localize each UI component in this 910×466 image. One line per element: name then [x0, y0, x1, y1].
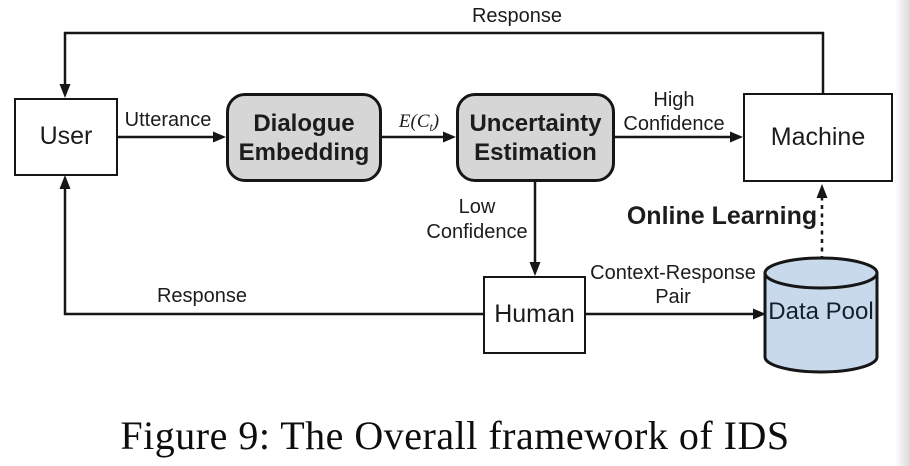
node-user: User [14, 98, 118, 176]
edge-label-high-confidence-line1: High [653, 89, 695, 111]
edge-label-embedding-output: E(Ct) [399, 110, 439, 140]
node-dialogue-embedding-line2: Embedding [238, 138, 370, 166]
edge-label-high-confidence-line2: Confidence [623, 113, 725, 135]
edge-label-low-confidence-line1: Low [458, 196, 496, 218]
node-uncertainty-estimation-line1: Uncertainty [469, 109, 602, 137]
node-human: Human [483, 276, 586, 354]
cylinder-top [763, 256, 879, 290]
arrowhead-into-machine [730, 131, 743, 143]
arrow-response-top-line [63, 31, 825, 93]
math-e-subscript: t [429, 121, 433, 135]
node-machine: Machine [743, 93, 893, 182]
math-e-suffix: ) [432, 111, 440, 132]
node-data-pool-label: Data Pool [768, 298, 874, 325]
connector-lines [63, 31, 825, 316]
edge-label-context-response-line2: Pair [655, 286, 691, 308]
arrowhead-into-user-top [59, 84, 71, 98]
math-e-prefix: E(C [398, 111, 430, 132]
node-human-label: Human [494, 300, 575, 329]
edge-label-low-confidence-line2: Confidence [426, 221, 528, 243]
cylinder-body [763, 273, 879, 374]
arrowhead-into-human-top [529, 262, 541, 276]
arrowhead-into-machine-bottom [816, 184, 828, 198]
arrowhead-into-dialogue-embedding [213, 131, 226, 143]
node-machine-label: Machine [770, 122, 866, 151]
edge-label-context-response-line1: Context-Response [590, 262, 756, 284]
node-uncertainty-estimation-line2: Estimation [474, 138, 597, 166]
arrowhead-into-user-bottom [59, 175, 71, 189]
arrowhead-into-data-pool [753, 308, 766, 320]
arrowheads [59, 84, 828, 320]
figure-caption: Figure 9: The Overall framework of IDS [120, 413, 790, 458]
node-dialogue-embedding-line1: Dialogue [253, 109, 355, 137]
arrowhead-into-uncertainty-estimation [443, 131, 456, 143]
data-pool-cylinder [763, 256, 879, 374]
edge-label-response-bottom: Response [156, 285, 248, 307]
edge-label-utterance: Utterance [124, 109, 212, 131]
edge-label-online-learning: Online Learning [626, 202, 818, 230]
node-user-label: User [39, 122, 93, 151]
arrow-response-bottom-line [63, 188, 483, 316]
edge-label-response-top: Response [471, 5, 563, 27]
